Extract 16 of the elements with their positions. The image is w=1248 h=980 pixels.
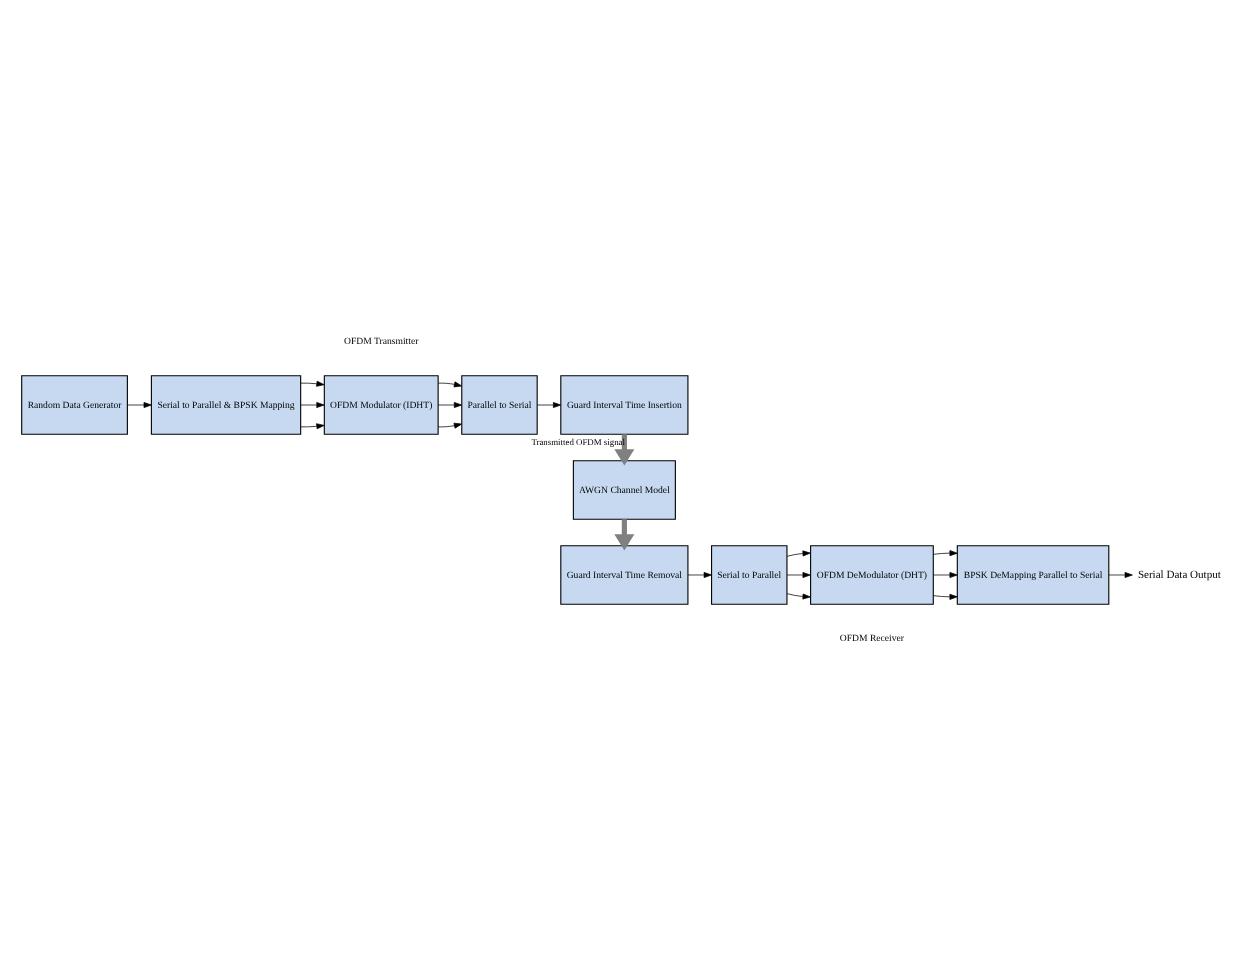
arrow — [786, 572, 811, 578]
arrow — [1108, 572, 1133, 578]
arrow — [932, 550, 958, 557]
arrow — [536, 402, 562, 408]
arrow — [300, 402, 325, 408]
arrow — [300, 423, 325, 430]
arrow — [786, 550, 811, 557]
arrow — [687, 572, 712, 578]
arrow — [437, 402, 463, 408]
arrow — [437, 381, 463, 388]
arrow — [932, 593, 958, 600]
arrow — [786, 593, 811, 600]
arrow — [932, 572, 958, 578]
arrow — [437, 422, 463, 429]
arrow — [127, 402, 152, 408]
arrow — [300, 380, 325, 387]
